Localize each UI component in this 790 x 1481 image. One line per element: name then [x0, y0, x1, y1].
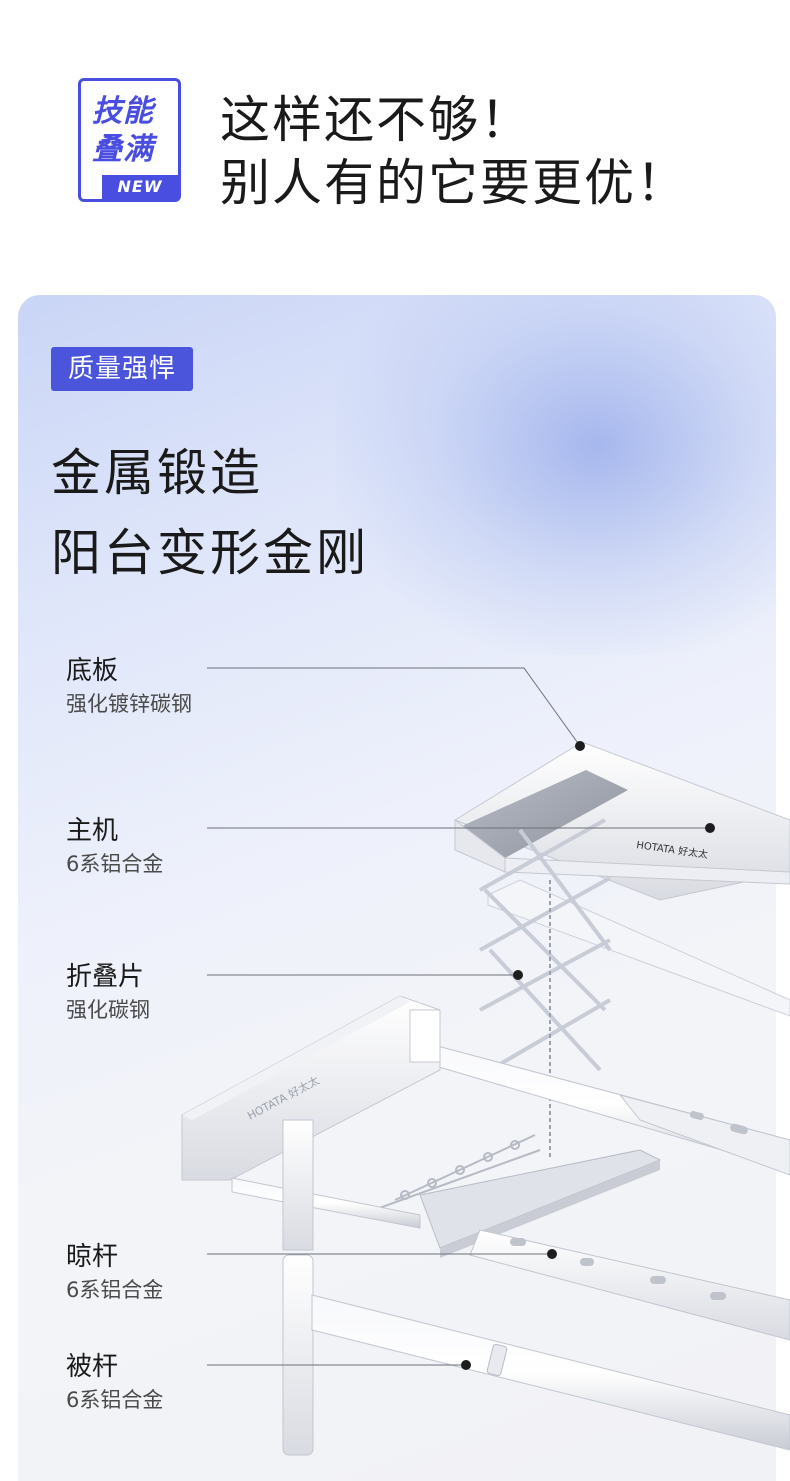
label-main-unit-name: 主机 — [66, 816, 119, 846]
folding-arms — [479, 818, 612, 1160]
label-base-plate-name: 底板 — [66, 656, 119, 686]
side-housing: HOTATA 好太太 — [181, 995, 441, 1181]
panel-glow — [336, 295, 776, 655]
label-folding-piece-name: 折叠片 — [66, 962, 145, 992]
label-base-plate-desc: 强化镀锌碳钢 — [66, 692, 192, 716]
support-post — [282, 1119, 314, 1456]
panel-title-line-1: 金属锻造 — [51, 444, 263, 502]
callout-dot-quilt-rod — [461, 1360, 471, 1370]
badge-line-1: 技能 — [92, 94, 154, 129]
feature-badge: 技能 叠满 NEW — [78, 78, 181, 202]
callout-dot-drying-rod — [547, 1249, 557, 1259]
base-plate: HOTATA 好太太 — [453, 741, 790, 901]
lower-plate — [487, 879, 790, 1017]
callout-dots — [461, 741, 715, 1370]
label-main-unit-desc: 6系铝合金 — [66, 852, 164, 876]
quilt-rod — [311, 1294, 790, 1451]
label-quilt-rod-name: 被杆 — [66, 1352, 119, 1382]
label-quilt-rod-desc: 6系铝合金 — [66, 1388, 164, 1412]
headline-line-2: 别人有的它要更优！ — [220, 154, 688, 212]
callout-dot-folding-piece — [513, 970, 523, 980]
panel-title-line-2: 阳台变形金刚 — [51, 524, 369, 582]
callout-line-base-plate — [207, 667, 581, 747]
label-folding-piece-desc: 强化碳钢 — [66, 998, 150, 1022]
label-drying-rod-name: 晾杆 — [66, 1242, 119, 1272]
rear-drying-rod — [414, 1039, 790, 1176]
quality-tag: 质量强悍 — [51, 347, 194, 391]
callout-dot-base-plate — [575, 741, 585, 751]
callout-dot-main-unit — [705, 823, 715, 833]
headline-line-1: 这样还不够！ — [220, 91, 532, 149]
label-drying-rod-desc: 6系铝合金 — [66, 1278, 164, 1302]
callout-lines — [207, 667, 710, 1366]
clip-hangers — [359, 1134, 541, 1216]
badge-new-label: NEW — [102, 175, 178, 199]
clamp-plate — [419, 1149, 662, 1258]
badge-line-2: 叠满 — [92, 132, 154, 167]
